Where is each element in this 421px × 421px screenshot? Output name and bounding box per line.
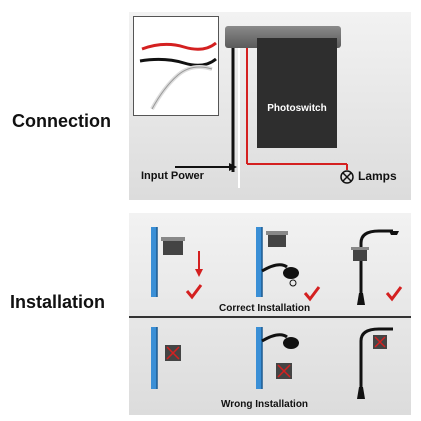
installation-panel: Correct Installation Wrong Installation [129, 213, 411, 415]
correct-installation-label: Correct Installation [219, 303, 311, 314]
connection-wiring-diagram [175, 48, 354, 188]
connection-row-label: Connection [12, 111, 111, 131]
arrow-head [229, 163, 237, 171]
wall-3 [151, 327, 157, 389]
wall-4 [256, 327, 262, 389]
check-mark-2 [303, 286, 321, 302]
wall-1 [151, 227, 157, 297]
street-pole-2 [359, 327, 393, 399]
connection-panel: Photoswitch Input Power Lamps [129, 12, 411, 200]
street-pole-1 [359, 229, 393, 305]
wall-lamp-icon-2 [261, 333, 288, 343]
installation-row-label: Installation [10, 292, 106, 312]
photoswitch-mounted-1 [163, 239, 183, 255]
wall-2 [256, 227, 262, 297]
photoswitch-body [257, 38, 337, 148]
wrong-installation-label: Wrong Installation [221, 399, 309, 410]
wire-bundle-picture [139, 41, 217, 110]
lamp-icon [340, 170, 354, 184]
check-mark-1 [185, 284, 203, 300]
check-mark-3 [385, 286, 403, 302]
installation-diagram [129, 227, 411, 399]
wall-lamp-icon [261, 263, 288, 273]
wire-photo-inset [133, 16, 219, 116]
photoswitch-mounted-2 [268, 233, 286, 247]
photoswitch-on-pole-1 [353, 249, 367, 261]
input-power-label: Input Power [141, 170, 204, 182]
photoswitch-label: Photoswitch [267, 103, 327, 114]
lamps-label: Lamps [358, 169, 397, 183]
